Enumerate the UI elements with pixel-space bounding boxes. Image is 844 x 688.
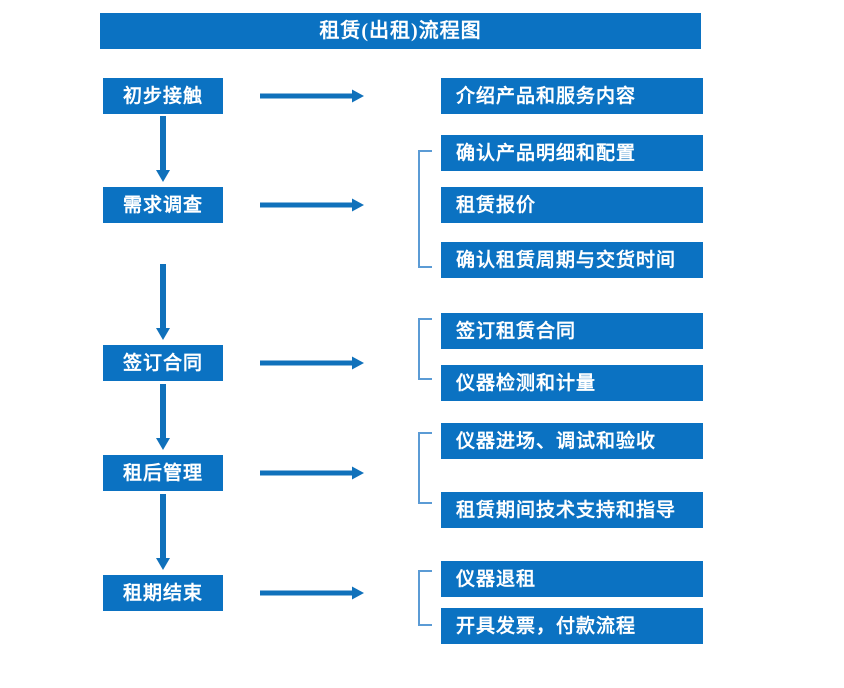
horizontal-arrow-icon-1 bbox=[260, 87, 364, 105]
detail-box-2[interactable]: 确认产品明细和配置 bbox=[441, 135, 703, 171]
detail-box-8[interactable]: 租赁期间技术支持和指导 bbox=[441, 492, 703, 528]
flowchart-title: 租赁(出租)流程图 bbox=[100, 13, 701, 49]
detail-box-3[interactable]: 租赁报价 bbox=[441, 187, 703, 223]
detail-box-5[interactable]: 签订租赁合同 bbox=[441, 313, 703, 349]
group-bracket-3 bbox=[416, 432, 432, 504]
vertical-arrow-icon-1 bbox=[154, 116, 172, 182]
vertical-arrow-icon-2 bbox=[154, 264, 172, 340]
horizontal-arrow-icon-2 bbox=[260, 196, 364, 214]
detail-box-6[interactable]: 仪器检测和计量 bbox=[441, 365, 703, 401]
horizontal-arrow-icon-5 bbox=[260, 584, 364, 602]
horizontal-arrow-icon-3 bbox=[260, 354, 364, 372]
group-bracket-4 bbox=[416, 570, 432, 626]
detail-box-9[interactable]: 仪器退租 bbox=[441, 561, 703, 597]
group-bracket-2 bbox=[416, 318, 432, 380]
stage-box-3[interactable]: 签订合同 bbox=[103, 345, 223, 381]
stage-box-5[interactable]: 租期结束 bbox=[103, 575, 223, 611]
vertical-arrow-icon-4 bbox=[154, 494, 172, 570]
stage-box-1[interactable]: 初步接触 bbox=[103, 78, 223, 114]
detail-box-10[interactable]: 开具发票，付款流程 bbox=[441, 608, 703, 644]
stage-box-2[interactable]: 需求调查 bbox=[103, 187, 223, 223]
detail-box-4[interactable]: 确认租赁周期与交货时间 bbox=[441, 242, 703, 278]
vertical-arrow-icon-3 bbox=[154, 384, 172, 450]
horizontal-arrow-icon-4 bbox=[260, 464, 364, 482]
group-bracket-1 bbox=[416, 150, 432, 268]
stage-box-4[interactable]: 租后管理 bbox=[103, 455, 223, 491]
detail-box-7[interactable]: 仪器进场、调试和验收 bbox=[441, 423, 703, 459]
detail-box-1[interactable]: 介绍产品和服务内容 bbox=[441, 78, 703, 114]
